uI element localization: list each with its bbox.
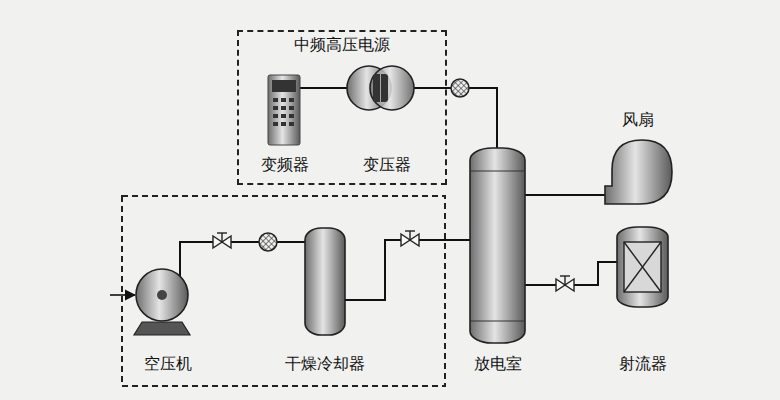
label-line: 风扇 <box>580 110 695 130</box>
pipe-line <box>525 194 605 196</box>
fan-icon: 风扇 <box>590 110 685 213</box>
valve-symbol <box>556 276 574 291</box>
part-label: 变压器 <box>363 155 411 174</box>
group-title: 中频高压电源 <box>294 35 390 54</box>
dryer-cooler-tank: 干燥冷却器 <box>280 222 370 374</box>
ejector-icon-shape <box>605 222 680 374</box>
discharge-chamber: 放电室 <box>460 143 535 374</box>
pipe-line <box>300 87 347 89</box>
label-line: 干燥冷却器 <box>270 354 380 374</box>
label-line: 空压机 <box>118 354 218 374</box>
filter-symbol <box>259 233 277 251</box>
part-label: 射流器 <box>619 354 667 373</box>
ejector-icon: 射流器 <box>605 222 680 374</box>
pipe-line <box>345 240 470 300</box>
transformer-icon: 变压器 <box>342 60 432 175</box>
part-label: 空压机 <box>144 354 192 373</box>
inverter-icon: 变频器 <box>257 70 312 175</box>
part-label: 干燥冷却器 <box>285 354 365 373</box>
dashed-group-frame <box>122 196 445 386</box>
label-line: 变频器 <box>247 155 322 175</box>
valve-symbol <box>213 233 231 248</box>
air-inlet-arrow <box>110 294 135 296</box>
discharge-chamber-shape <box>460 143 535 374</box>
compressor-icon: 空压机 <box>128 262 208 374</box>
label-line: 变压器 <box>332 155 442 175</box>
dashed-group-box: 中频高压电源变频器 变压器 <box>237 30 447 185</box>
pipe-line <box>180 242 305 276</box>
filter-symbol <box>451 79 469 97</box>
dryer-cooler-tank-shape <box>280 222 370 374</box>
label-line: 中频高压电源 <box>229 35 455 55</box>
valve-symbol <box>401 231 419 246</box>
part-label: 变频器 <box>261 155 309 174</box>
pipe-line <box>414 88 497 148</box>
label-line: 放电室 <box>450 354 545 374</box>
part-label: 放电室 <box>474 354 522 373</box>
part-label: 风扇 <box>622 110 654 129</box>
label-line: 射流器 <box>595 354 690 374</box>
